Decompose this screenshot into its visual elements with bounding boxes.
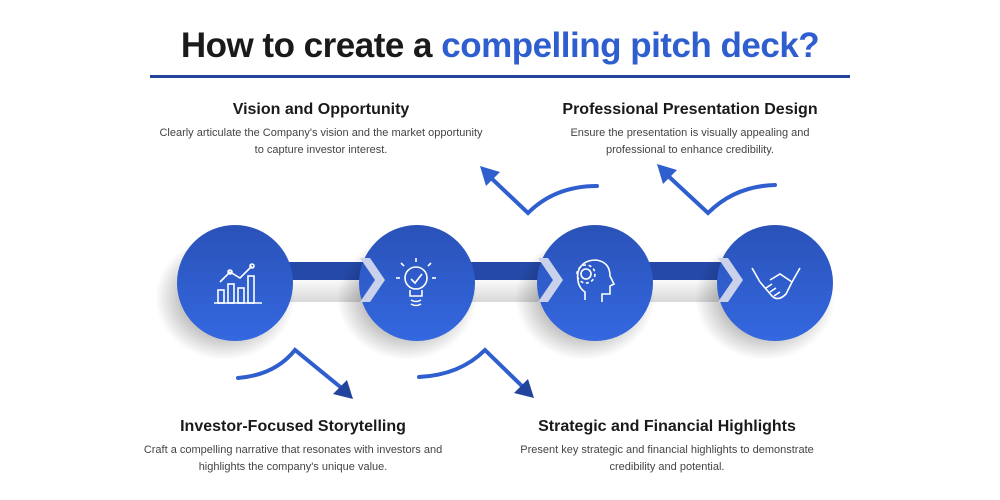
step-description: Ensure the presentation is visually appe… — [490, 125, 890, 159]
chevrons — [360, 258, 743, 302]
step-circle-3 — [537, 225, 653, 341]
desc-line: Present key strategic and financial high… — [520, 444, 814, 456]
desc-line: credibility and potential. — [609, 461, 725, 473]
step-heading: Strategic and Financial Highlights — [538, 418, 796, 435]
step-circle-4 — [717, 225, 833, 341]
step-description: Clearly articulate the Company's vision … — [121, 125, 521, 159]
step-design: Professional Presentation Design Ensure … — [490, 101, 890, 159]
lightbulb-icon — [396, 258, 436, 307]
desc-line: Clearly articulate the Company's vision … — [159, 127, 483, 139]
desc-line: professional to enhance credibility. — [606, 144, 774, 156]
step-circle-2 — [359, 225, 475, 341]
desc-line: Craft a compelling narrative that resona… — [143, 444, 443, 456]
title-accent: compelling pitch deck? — [441, 26, 820, 65]
desc-line: to capture investor interest. — [254, 144, 388, 156]
step-vision: Vision and Opportunity Clearly articulat… — [121, 101, 521, 159]
curved-arrows — [236, 164, 777, 399]
arrow-up-left-2 — [663, 171, 777, 216]
desc-line: highlights the company's unique value. — [198, 461, 388, 473]
page-title: How to create a compelling pitch deck? — [0, 26, 1000, 66]
chart-icon — [214, 263, 262, 304]
arrow-down-right-1 — [236, 347, 346, 392]
title-prefix: How to create a — [180, 26, 442, 65]
desc-line: Ensure the presentation is visually appe… — [570, 127, 810, 139]
step-description: Craft a compelling narrative that resona… — [93, 442, 493, 476]
step-heading: Investor-Focused Storytelling — [180, 418, 406, 435]
arrow-up-left-1 — [486, 173, 599, 216]
step-financials: Strategic and Financial Highlights Prese… — [467, 418, 867, 476]
step-heading: Vision and Opportunity — [232, 101, 410, 118]
handshake-icon — [751, 267, 801, 300]
step-description: Present key strategic and financial high… — [467, 442, 867, 476]
step-circle-1 — [177, 225, 293, 341]
step-heading: Professional Presentation Design — [562, 101, 818, 118]
step-storytelling: Investor-Focused Storytelling Craft a co… — [93, 418, 493, 476]
arrow-down-right-2 — [417, 347, 527, 391]
head-gear-icon — [576, 259, 616, 302]
title-underline — [150, 75, 850, 78]
